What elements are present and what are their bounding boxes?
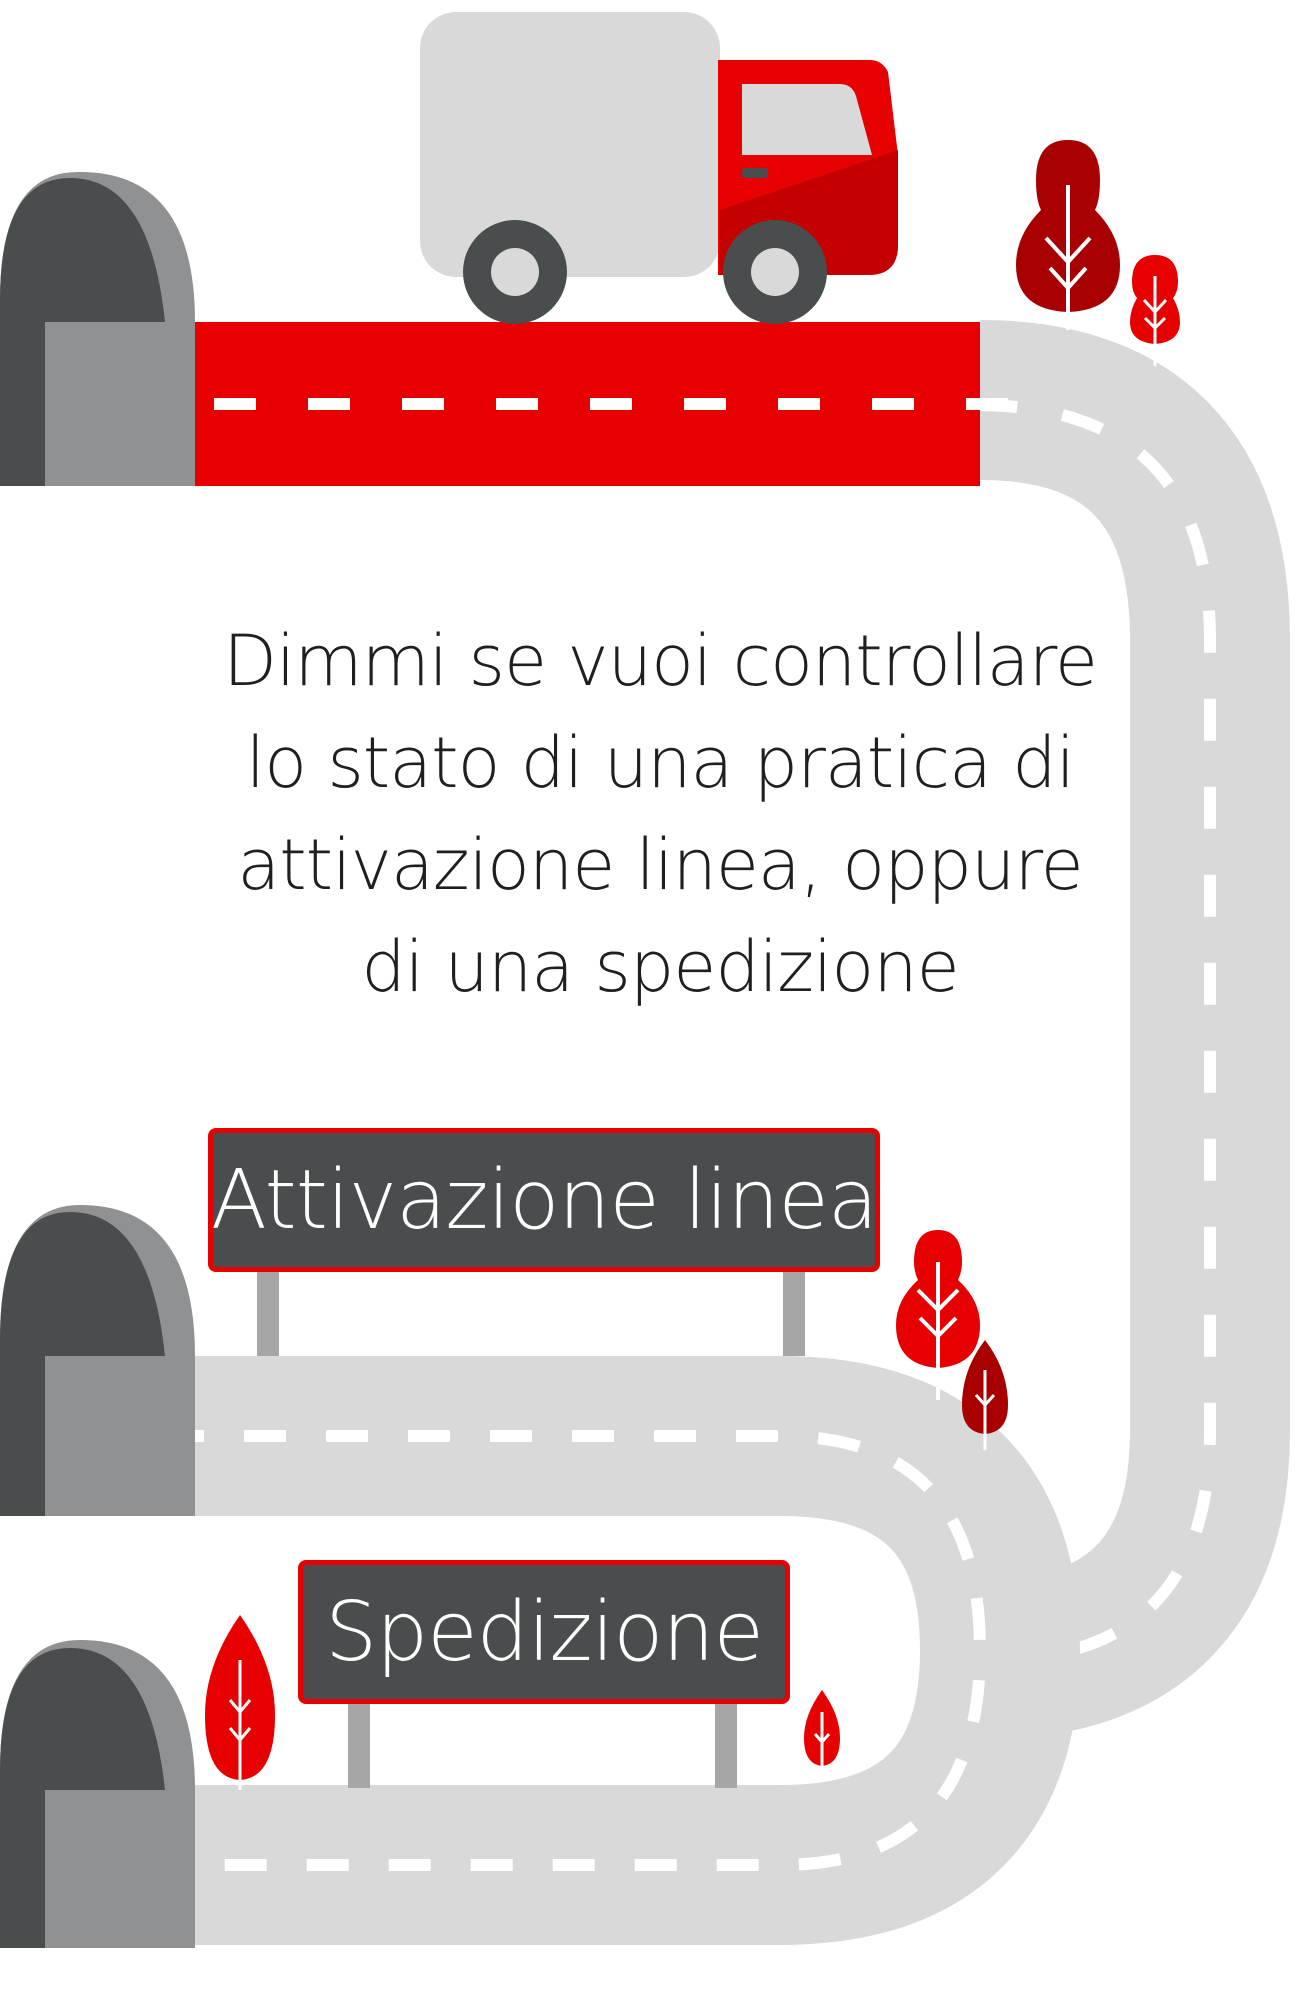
option-activation-button[interactable]: Attivazione linea	[208, 1128, 880, 1272]
option-shipping-button[interactable]: Spedizione	[298, 1560, 790, 1704]
signpost-icon	[257, 1270, 805, 1788]
prompt-line: lo stato di una pratica di	[245, 722, 1075, 804]
prompt-line: di una spedizione	[361, 926, 959, 1008]
truck-icon	[420, 12, 898, 324]
prompt-text: Dimmi se vuoi controllare lo stato di un…	[200, 610, 1120, 1018]
prompt-line: Dimmi se vuoi controllare	[223, 620, 1098, 702]
tree-icon	[896, 1230, 980, 1400]
road-right-loop-dashes	[974, 399, 1216, 1666]
prompt-line: attivazione linea, oppure	[237, 824, 1083, 906]
tree-icon	[1130, 255, 1180, 366]
tunnel-icon	[0, 1205, 195, 1516]
tree-icon	[962, 1340, 1008, 1450]
tree-icon	[205, 1615, 275, 1790]
tree-icon	[804, 1690, 840, 1782]
tunnel-icon	[0, 171, 195, 486]
tunnel-icon	[0, 1640, 195, 1948]
tree-icon	[1016, 140, 1120, 330]
